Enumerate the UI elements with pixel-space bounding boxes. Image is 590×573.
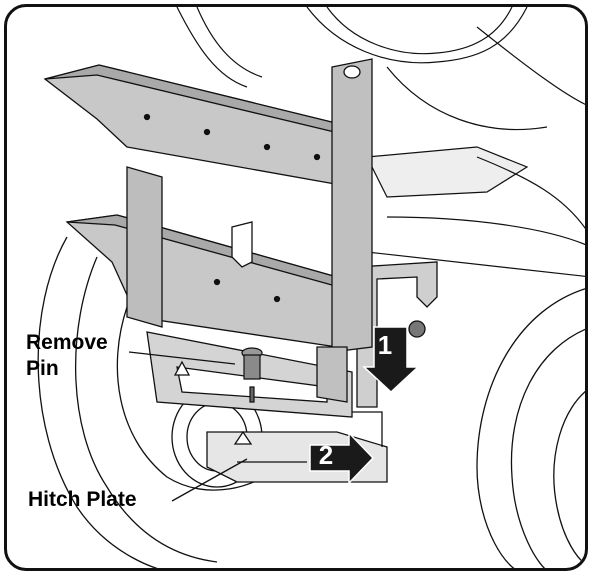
step-2-arrow xyxy=(309,431,375,485)
hitch-pin xyxy=(241,347,263,403)
step-1-arrow xyxy=(362,326,420,394)
illustration-frame xyxy=(4,4,588,571)
step-1-number: 1 xyxy=(377,330,393,360)
step-2-number: 2 xyxy=(318,440,334,470)
lower-shelf xyxy=(65,214,339,348)
hitch-plate-label: Hitch Plate xyxy=(28,488,137,511)
mower-body xyxy=(176,7,585,277)
remove-pin-label-line2: Pin xyxy=(26,357,59,380)
remove-pin-label-line1: Remove xyxy=(26,331,108,354)
vertical-post xyxy=(316,58,373,403)
mower-hitch-illustration xyxy=(37,7,585,568)
right-tire xyxy=(476,288,585,568)
upper-shelf xyxy=(43,64,354,188)
leader-lines xyxy=(128,351,248,502)
